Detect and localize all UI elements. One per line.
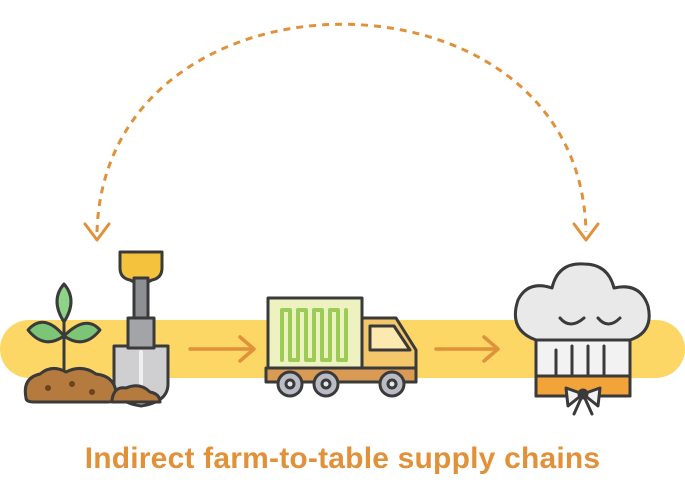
arc-arrowhead-left [83,222,111,242]
delivery-truck-icon [264,296,418,398]
chef-hat-icon [513,262,651,416]
arrow-to-truck [188,335,256,363]
diagram-caption: Indirect farm-to-table supply chains [84,442,601,475]
arrow-to-restaurant [434,335,500,363]
return-arc [95,22,588,233]
plant-and-shovel-icon [23,250,170,408]
arc-arrowhead-right [572,222,600,242]
